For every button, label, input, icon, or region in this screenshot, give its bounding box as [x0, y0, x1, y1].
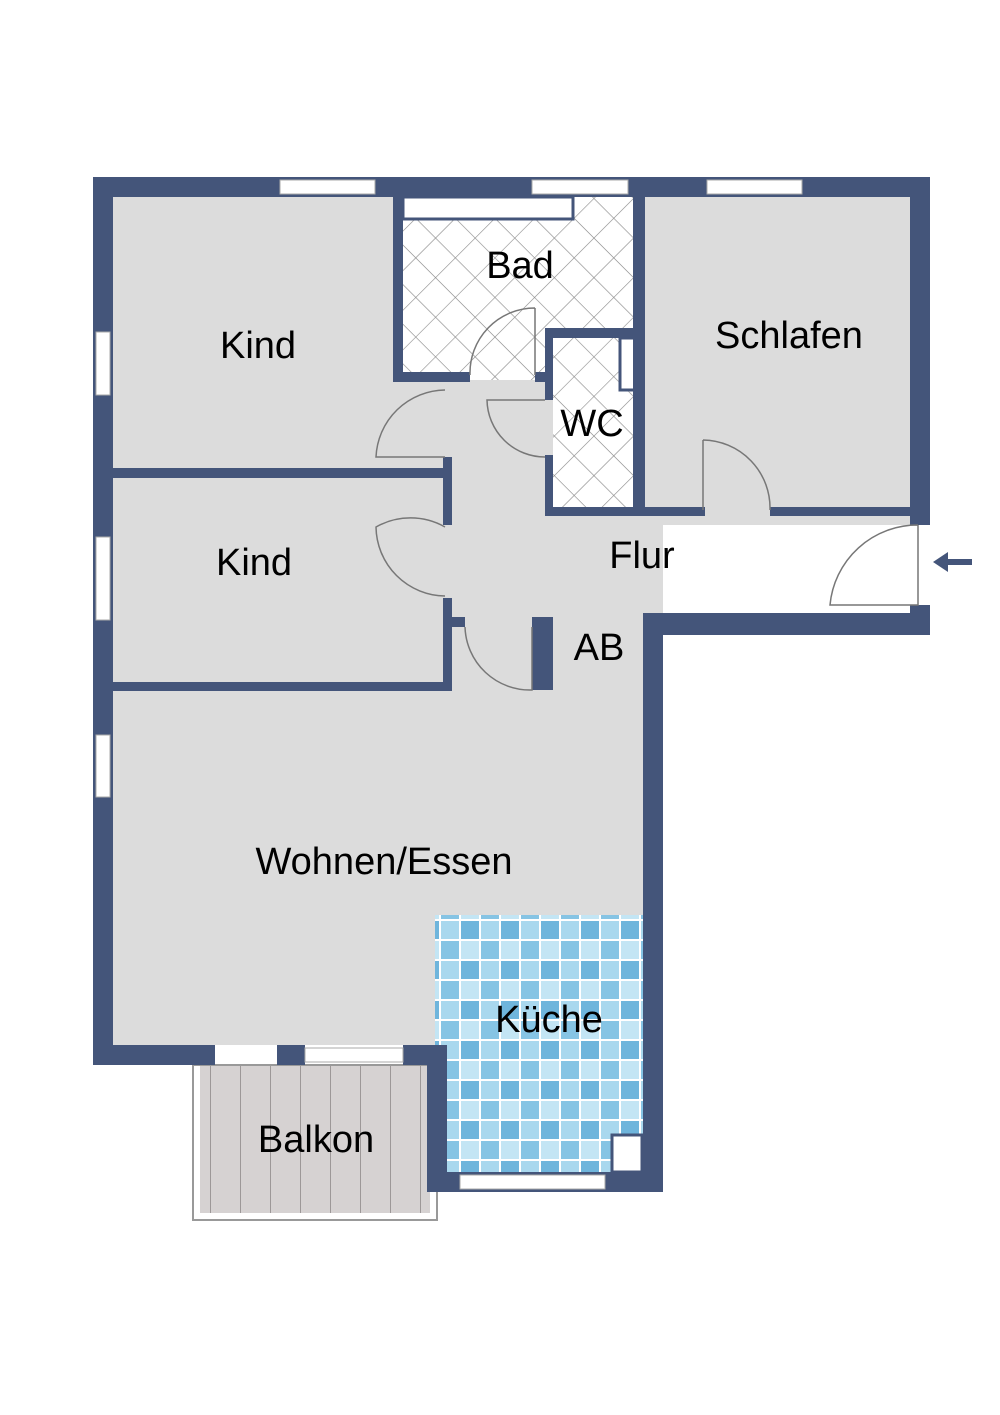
room-label-kind-middle: Kind: [216, 542, 292, 584]
room-label-bad: Bad: [486, 245, 554, 287]
room-label-schlafen: Schlafen: [715, 315, 863, 357]
room-label-wc: WC: [560, 403, 623, 445]
room-label-balkon: Balkon: [258, 1119, 374, 1161]
room-label-kueche: Küche: [495, 999, 603, 1041]
room-label-kind-top: Kind: [220, 325, 296, 367]
windows: [95, 179, 803, 1190]
kitchen-floor: [435, 915, 643, 1172]
entrance-arrow-icon: [933, 552, 972, 572]
room-label-flur: Flur: [609, 535, 675, 577]
room-label-ab: AB: [574, 627, 625, 669]
balcony-floor: [200, 1065, 430, 1213]
doors: [375, 307, 919, 691]
room-label-wohnen: Wohnen/Essen: [255, 841, 512, 883]
